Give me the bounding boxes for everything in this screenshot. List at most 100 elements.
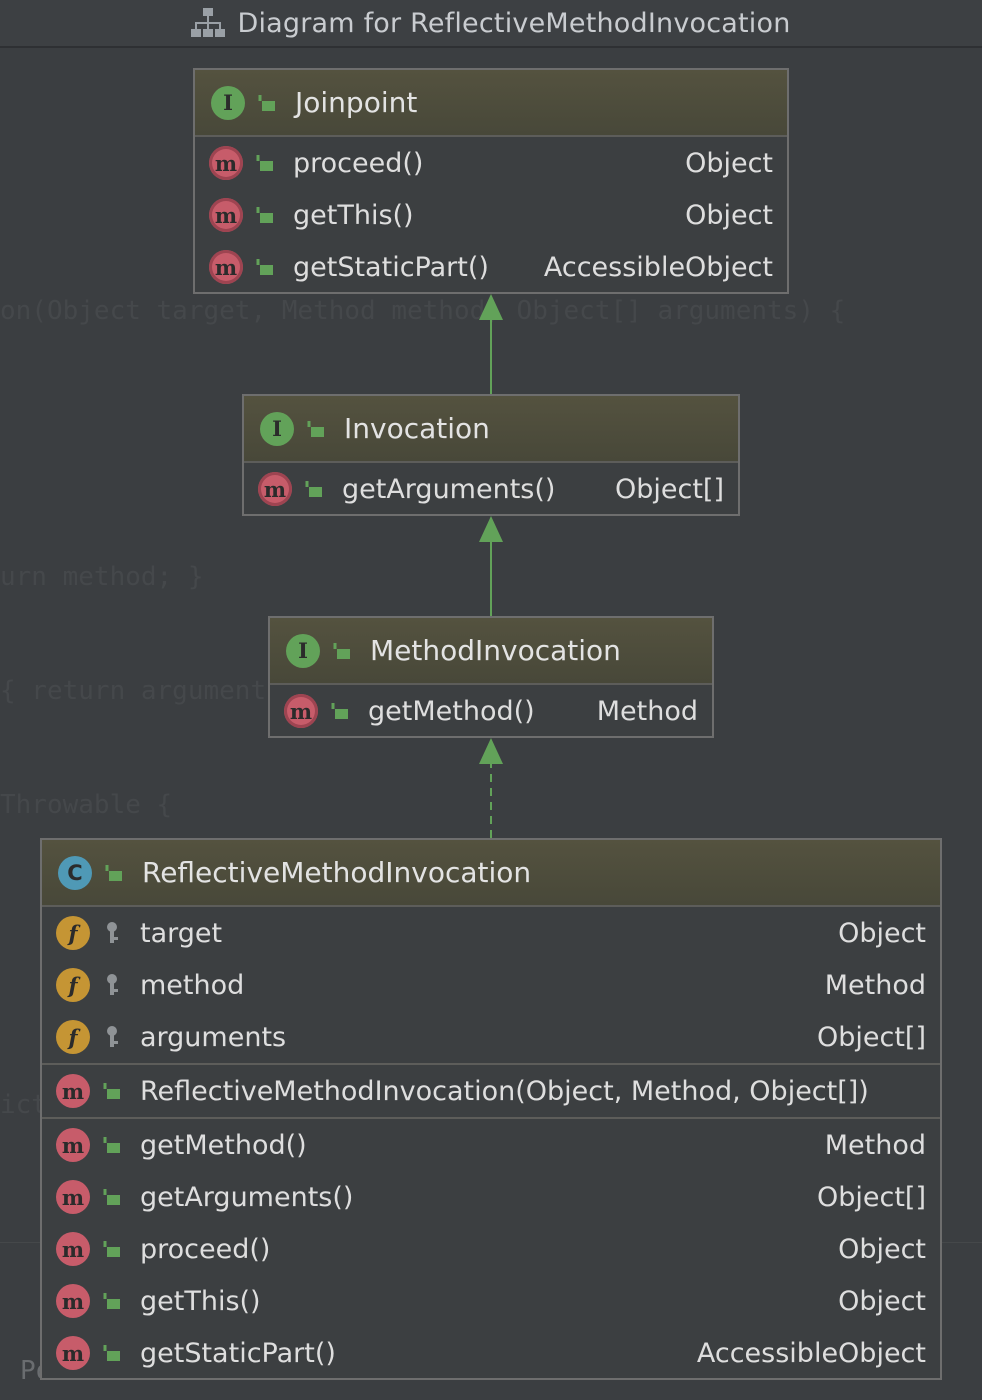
node-title: Joinpoint [295,86,418,119]
edge-invocation-to-joinpoint [479,294,503,394]
member-name: ReflectiveMethodInvocation(Object, Metho… [140,1075,869,1107]
method-row[interactable]: m getThis() Object [42,1275,940,1327]
field-icon: f [56,1020,90,1054]
public-lock-icon [302,477,326,501]
public-lock-icon [100,1079,124,1103]
public-lock-icon [330,639,354,663]
method-icon: m [56,1336,90,1370]
public-lock-icon [253,255,277,279]
method-row[interactable]: m proceed() Object [42,1223,940,1275]
node-reflective-method-invocation[interactable]: C ReflectiveMethodInvocation f target Ob… [40,838,942,1380]
member-type: Method [824,969,926,1001]
member-name: arguments [140,1021,287,1053]
node-invocation[interactable]: I Invocation m getArguments() Object[] [242,394,740,516]
abstract-method-icon: m [209,250,243,284]
member-name: method [140,969,245,1001]
public-lock-icon [100,1185,124,1209]
member-type: Object[] [816,1021,926,1053]
member-name: target [140,917,223,949]
member-row[interactable]: m getArguments() Object[] [244,463,738,515]
field-icon: f [56,968,90,1002]
node-title: Invocation [344,412,490,445]
window-title: Diagram for ReflectiveMethodInvocation [237,7,791,39]
method-row[interactable]: m getArguments() Object[] [42,1171,940,1223]
member-type: Object[] [614,473,724,505]
abstract-method-icon: m [284,694,318,728]
interface-icon: I [260,411,294,446]
background-code-ghost: Throwable { [0,790,173,820]
edge-methodinvocation-to-invocation [479,516,503,616]
abstract-method-icon: m [209,198,243,232]
public-lock-icon [102,861,126,885]
node-header[interactable]: I Invocation [244,396,738,463]
member-name: getStaticPart() [140,1337,336,1369]
node-method-invocation[interactable]: I MethodInvocation m getMethod() Method [268,616,714,738]
member-type: Object [838,917,926,949]
member-name: getMethod() [368,695,535,727]
node-header[interactable]: I Joinpoint [195,70,787,137]
class-icon: C [58,855,92,890]
member-type: AccessibleObject [543,251,773,283]
public-lock-icon [100,1341,124,1365]
method-row[interactable]: m getMethod() Method [42,1119,940,1171]
method-icon: m [56,1074,90,1108]
method-icon: m [56,1284,90,1318]
public-lock-icon [255,91,279,115]
method-icon: m [56,1232,90,1266]
member-name: proceed() [140,1233,271,1265]
member-type: Object [838,1233,926,1265]
member-type: Method [824,1129,926,1161]
node-header[interactable]: I MethodInvocation [270,618,712,685]
member-type: AccessibleObject [696,1337,926,1369]
field-row[interactable]: f target Object [42,907,940,959]
field-row[interactable]: f method Method [42,959,940,1011]
interface-icon: I [211,85,245,120]
node-joinpoint[interactable]: I Joinpoint m proceed() Object m getThis… [193,68,789,294]
member-name: getThis() [293,199,414,231]
member-name: getArguments() [140,1181,354,1213]
abstract-method-icon: m [209,146,243,180]
member-type: Object[] [816,1181,926,1213]
member-type: Method [596,695,698,727]
public-lock-icon [253,151,277,175]
constructor-row[interactable]: m ReflectiveMethodInvocation(Object, Met… [42,1065,940,1117]
method-icon: m [56,1180,90,1214]
member-name: getArguments() [342,473,556,505]
public-lock-icon [100,1289,124,1313]
background-code-ghost: on(Object target, Method method, Object[… [0,296,846,326]
field-row[interactable]: f arguments Object[] [42,1011,940,1063]
member-name: getMethod() [140,1129,307,1161]
member-name: getStaticPart() [293,251,489,283]
background-code-ghost: ict [0,1090,47,1120]
public-lock-icon [100,1237,124,1261]
interface-icon: I [286,633,320,668]
public-lock-icon [304,417,328,441]
edge-reflective-to-methodinvocation [479,738,503,838]
abstract-method-icon: m [258,472,292,506]
background-code-ghost: { return arguments; [0,676,298,706]
hierarchy-diagram-icon [191,8,226,37]
member-row[interactable]: m proceed() Object [195,137,787,189]
method-icon: m [56,1128,90,1162]
member-type: Object [838,1285,926,1317]
section-divider [42,1117,940,1119]
member-name: getThis() [140,1285,261,1317]
private-key-icon [100,973,124,997]
public-lock-icon [100,1133,124,1157]
member-row[interactable]: m getStaticPart() AccessibleObject [195,241,787,293]
member-row[interactable]: m getThis() Object [195,189,787,241]
member-row[interactable]: m getMethod() Method [270,685,712,737]
public-lock-icon [328,699,352,723]
background-code-ghost: urn method; } [0,562,204,592]
node-title: ReflectiveMethodInvocation [142,856,532,889]
member-type: Object [685,147,773,179]
private-key-icon [100,921,124,945]
node-title: MethodInvocation [370,634,621,667]
window-title-bar: Diagram for ReflectiveMethodInvocation [0,0,982,48]
field-icon: f [56,916,90,950]
section-divider [42,1063,940,1065]
node-header[interactable]: C ReflectiveMethodInvocation [42,840,940,907]
method-row[interactable]: m getStaticPart() AccessibleObject [42,1327,940,1379]
public-lock-icon [253,203,277,227]
